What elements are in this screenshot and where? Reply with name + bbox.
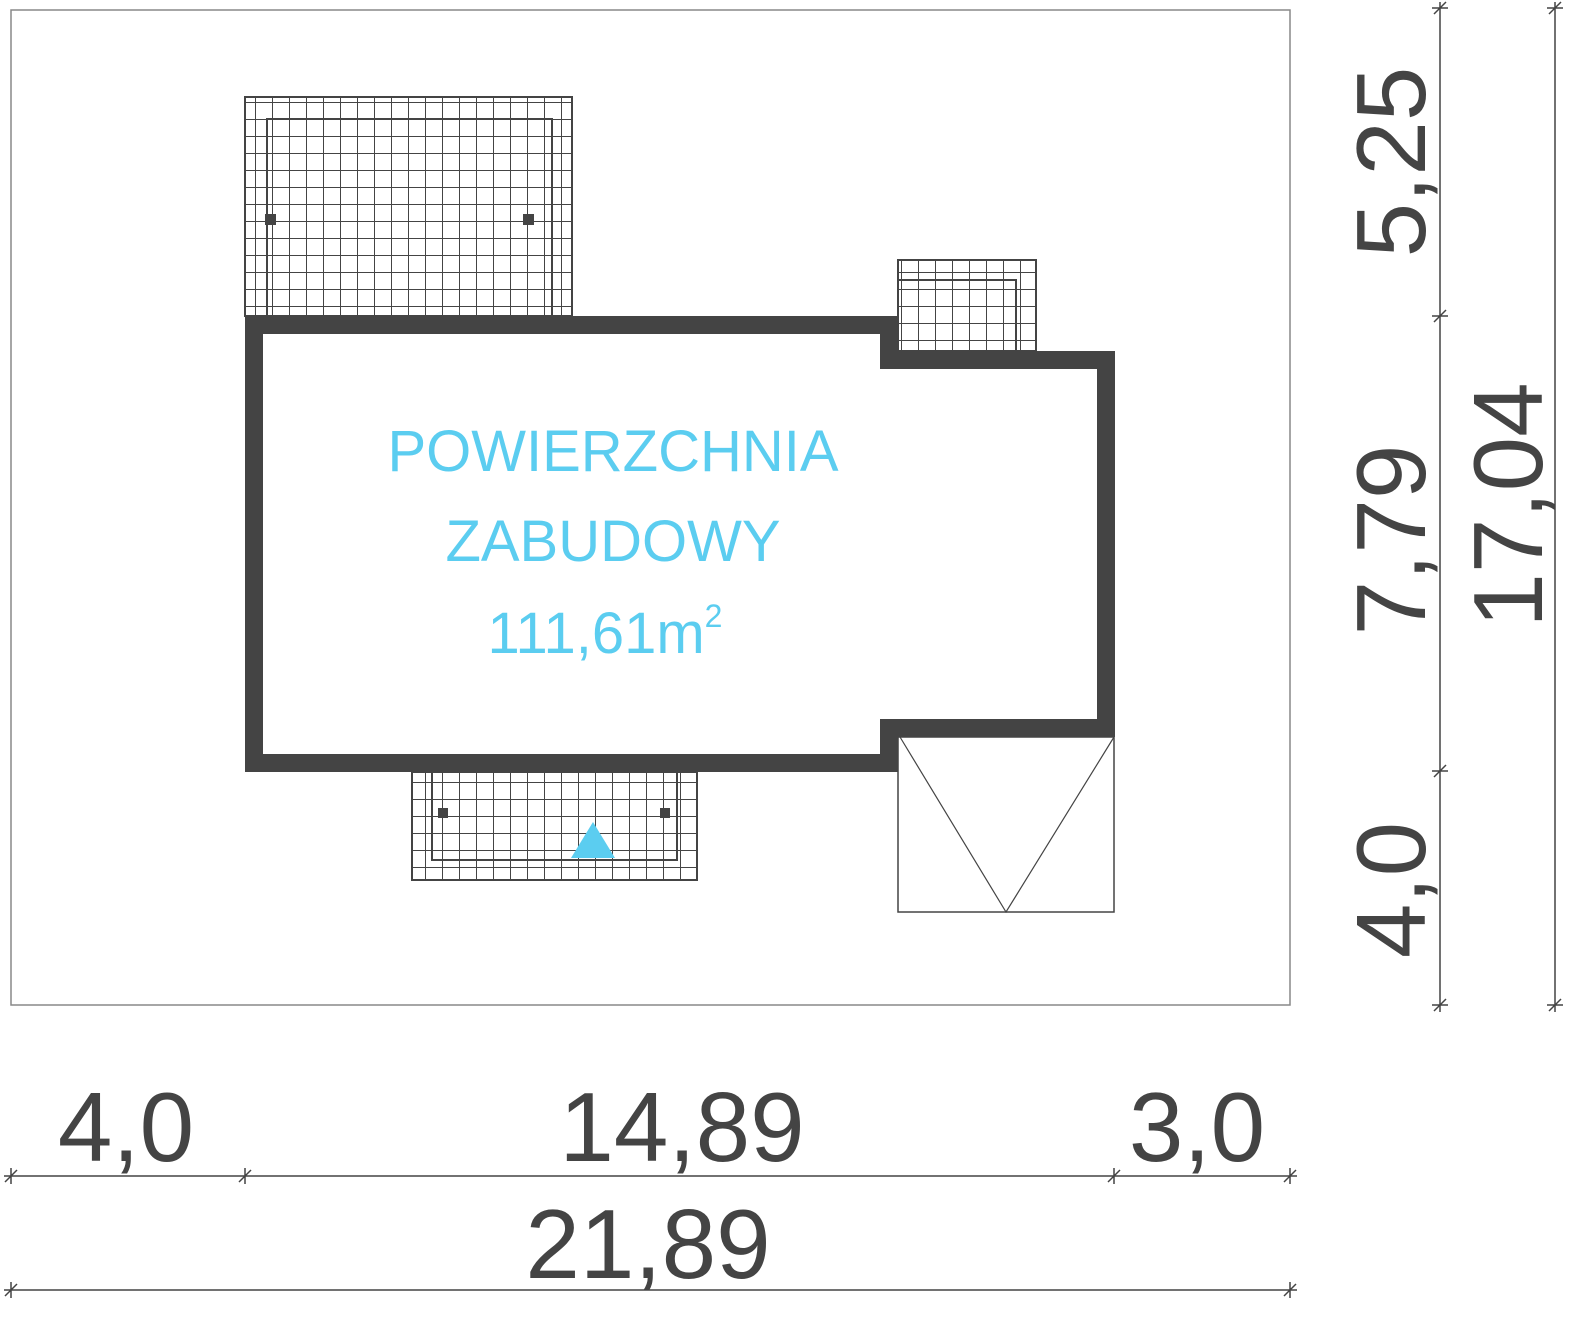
terrace-top xyxy=(244,96,573,317)
area-label-line2: ZABUDOWY xyxy=(445,509,780,574)
dim-horizontal-left: 4,0 xyxy=(58,1072,194,1182)
triangle-up-icon xyxy=(571,822,615,858)
carport xyxy=(897,736,1115,914)
dim-horizontal-total: 21,89 xyxy=(525,1189,770,1299)
dim-vertical-top: 5,25 xyxy=(1336,67,1446,258)
terrace-side xyxy=(897,259,1037,352)
plot-boundary xyxy=(10,9,1291,1006)
building-outline xyxy=(245,316,1115,772)
dim-vertical-bottom: 4,0 xyxy=(1336,822,1446,958)
dim-vertical-middle: 7,79 xyxy=(1336,445,1446,636)
area-value: 111,61m2 xyxy=(488,598,723,666)
post xyxy=(265,214,276,225)
area-value-number: 111,61m xyxy=(488,601,705,666)
post xyxy=(660,808,670,818)
post xyxy=(438,808,448,818)
area-unit-sup: 2 xyxy=(705,598,723,634)
post xyxy=(523,214,534,225)
vertical-dimension-lines xyxy=(1432,1,1563,1012)
dim-vertical-total: 17,04 xyxy=(1453,382,1563,627)
area-label-line1: POWIERZCHNIA xyxy=(387,419,838,484)
terrace-entrance xyxy=(411,771,698,881)
dim-horizontal-middle: 14,89 xyxy=(559,1072,804,1182)
horizontal-dimension-lines xyxy=(4,1168,1297,1298)
dim-horizontal-right: 3,0 xyxy=(1129,1072,1265,1182)
